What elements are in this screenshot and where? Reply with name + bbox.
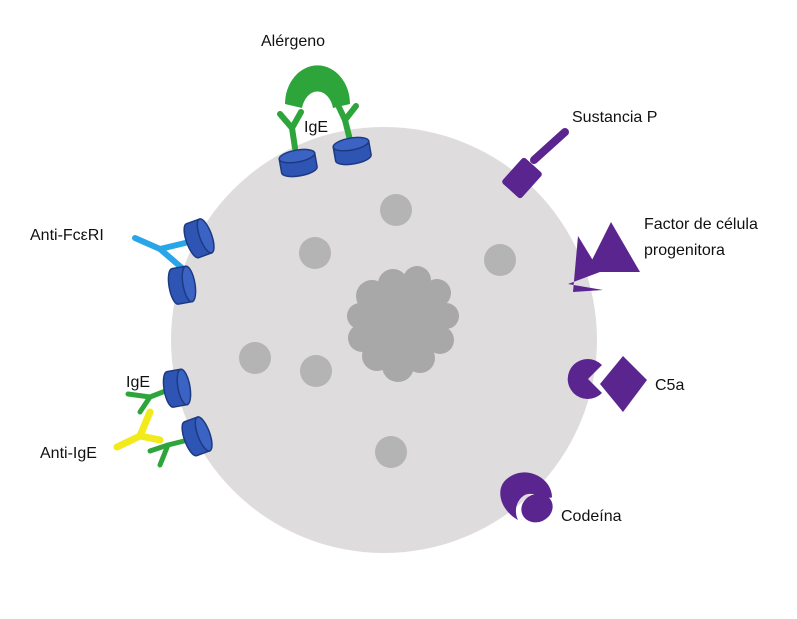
c5a-receptor (567, 359, 602, 400)
codeine-molecule (521, 493, 553, 523)
label-allergen: Alérgeno (261, 33, 325, 50)
allergen-shape (285, 65, 350, 108)
label-anti-fceri: Anti-FcεRI (30, 227, 104, 244)
ige-antibody-right (334, 100, 359, 143)
label-stem-cell-factor-line2: progenitora (644, 242, 725, 259)
label-anti-ige: Anti-IgE (40, 445, 97, 462)
granule (380, 194, 412, 226)
ige-antibody (125, 387, 171, 415)
granules (239, 194, 516, 468)
allergen-crosslink-group (277, 65, 373, 180)
c5a-diamond (600, 356, 647, 412)
label-stem-cell-factor-line1: Factor de célula (644, 216, 758, 233)
label-codeine: Codeína (561, 508, 622, 525)
label-ige-left: IgE (126, 374, 150, 391)
substance-p-receptor (502, 157, 542, 199)
ige-antibody-left (277, 109, 304, 151)
granule (375, 436, 407, 468)
codeine-group (500, 472, 553, 523)
anti-fceri-group (132, 216, 219, 306)
granule (484, 244, 516, 276)
label-c5a: C5a (655, 377, 684, 394)
granule (300, 355, 332, 387)
granule (299, 237, 331, 269)
stem-cell-factor-group (568, 222, 640, 292)
label-substance-p: Sustancia P (572, 109, 657, 126)
anti-ige-antibody (113, 408, 164, 451)
kit-receptor (568, 236, 603, 292)
stem-cell-factor-triangle (586, 222, 640, 272)
label-ige-top: IgE (304, 119, 328, 136)
granule (239, 342, 271, 374)
anti-fceri-antibody (132, 235, 188, 271)
codeine-receptor (500, 472, 552, 520)
nucleus (347, 266, 459, 382)
substance-p-group (502, 128, 569, 199)
ige-antibody (147, 437, 191, 468)
c5a-group (567, 356, 647, 412)
anti-ige-group (113, 367, 217, 468)
